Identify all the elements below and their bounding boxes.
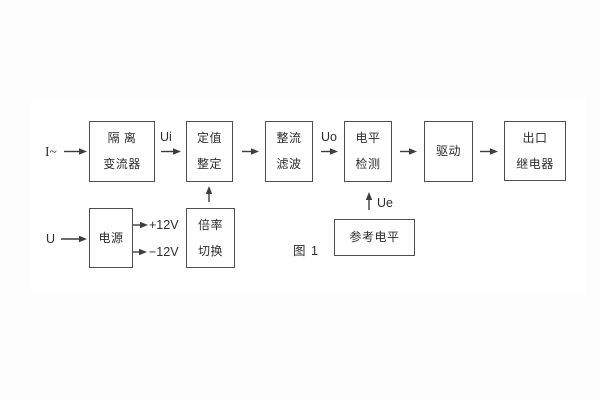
label-ue: Ue xyxy=(377,196,393,210)
block-driver: 驱动 xyxy=(424,121,473,182)
block-rectifier-filter-line1: 整流 xyxy=(276,131,302,145)
block-power-supply: 电源 xyxy=(89,208,133,268)
label-ac-current-input: I~ xyxy=(45,144,57,159)
arrow-setting-to-rectifier xyxy=(242,148,259,155)
block-ratio-switch: 倍率 切换 xyxy=(186,208,235,268)
block-power-supply-line1: 电源 xyxy=(98,230,124,245)
arrow-rectifier-to-level xyxy=(321,148,338,155)
block-reference-level-line1: 参考电平 xyxy=(349,230,400,244)
label-plus-12v: +12V xyxy=(149,217,179,232)
label-minus-12v: −12V xyxy=(149,244,179,259)
figure-caption: 图 1 xyxy=(293,244,319,258)
arrow-input-current-to-isolation xyxy=(64,148,87,155)
block-setting-adjust-line1: 定值 xyxy=(196,131,222,145)
arrow-isolation-to-setting xyxy=(161,148,181,155)
block-output-relay-line2: 继电器 xyxy=(516,156,554,171)
block-output-relay: 出口 继电器 xyxy=(504,121,566,181)
block-output-relay-line1: 出口 xyxy=(522,130,548,145)
label-ui: Ui xyxy=(160,130,172,144)
arrow-power-to-plus12 xyxy=(133,221,148,229)
label-uo: Uo xyxy=(321,130,337,144)
block-isolation-transformer: 隔 离 变流器 xyxy=(89,121,155,182)
arrow-level-to-driver xyxy=(400,148,417,155)
block-setting-adjust: 定值 整定 xyxy=(186,121,233,182)
block-level-detector-line1: 电平 xyxy=(355,131,381,145)
block-level-detector-line2: 检测 xyxy=(355,157,381,171)
block-rectifier-filter: 整流 滤波 xyxy=(265,121,313,182)
arrow-reference-to-level xyxy=(365,192,373,210)
block-ratio-switch-line2: 切换 xyxy=(197,243,223,258)
block-driver-line1: 驱动 xyxy=(435,144,461,158)
block-rectifier-filter-line2: 滤波 xyxy=(276,157,302,171)
block-reference-level: 参考电平 xyxy=(334,219,415,256)
label-voltage-input: U xyxy=(46,231,56,246)
arrow-voltage-input-to-power xyxy=(61,235,87,243)
block-setting-adjust-line2: 整定 xyxy=(196,157,222,171)
arrow-power-to-minus12 xyxy=(133,248,147,256)
block-level-detector: 电平 检测 xyxy=(344,121,392,182)
arrow-driver-to-relay xyxy=(480,148,498,155)
block-isolation-transformer-line1: 隔 离 xyxy=(107,131,137,145)
block-ratio-switch-line1: 倍率 xyxy=(197,217,223,232)
arrow-ratio-to-setting xyxy=(205,186,213,202)
block-isolation-transformer-line2: 变流器 xyxy=(103,157,141,171)
